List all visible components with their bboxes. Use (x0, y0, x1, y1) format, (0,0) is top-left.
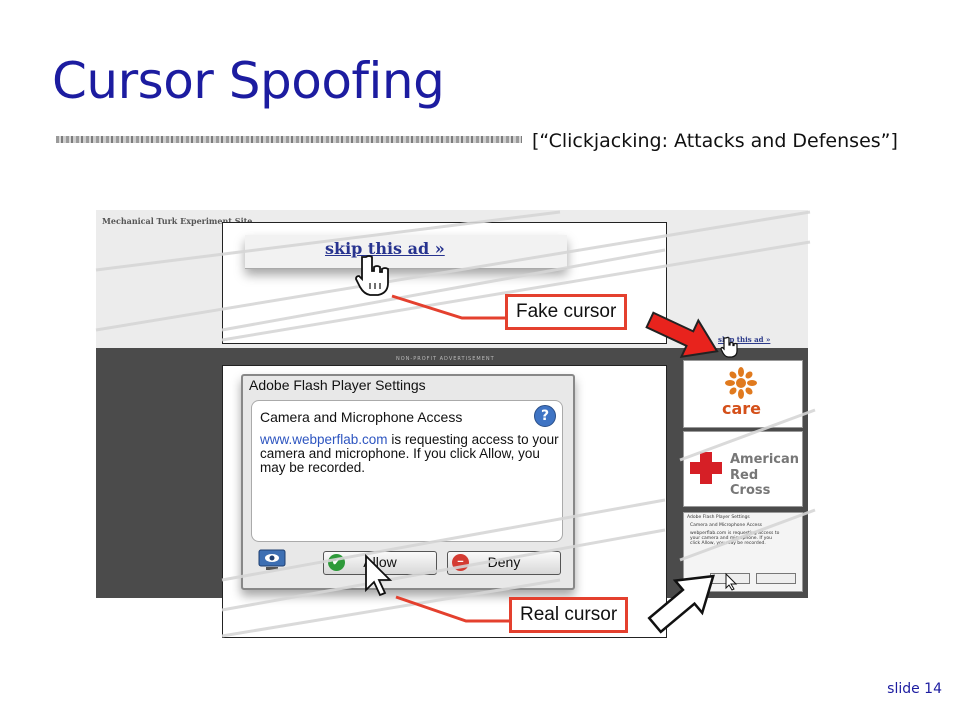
permission-message: www.webperflab.com is requesting access … (260, 433, 560, 475)
permission-heading: Camera and Microphone Access (260, 409, 463, 425)
real-cursor-label: Real cursor (509, 597, 629, 633)
slide-number: slide 14 (887, 681, 942, 697)
zoom-fake-cursor-panel: skip this ad » (222, 222, 667, 344)
mini-deny-button[interactable] (756, 573, 796, 584)
care-logo-icon (725, 367, 757, 399)
permission-message-text: is requesting access to your camera and … (260, 432, 559, 475)
red-cross-icon (690, 452, 722, 484)
care-text: care (722, 399, 762, 418)
title-underline (56, 136, 522, 143)
mini-flash-title: Adobe Flash Player Settings (687, 515, 750, 520)
requesting-site-link: www.webperflab.com (260, 432, 388, 447)
mini-flash-subtitle: Camera and Microphone Access (690, 523, 763, 528)
flash-permission-panel: Camera and Microphone Access ? www.webpe… (251, 400, 563, 542)
deny-button[interactable]: − Deny (447, 551, 561, 575)
real-cursor-connector (395, 595, 509, 623)
skip-ad-bar: skip this ad » (245, 235, 567, 269)
redcross-ad-card[interactable]: American Red Cross (683, 431, 803, 507)
skip-ad-link[interactable]: skip this ad » (325, 239, 445, 258)
fake-cursor-connector (391, 294, 505, 320)
help-icon[interactable]: ? (534, 405, 556, 427)
skip-ad-link-small[interactable]: skip this ad » (718, 335, 771, 344)
site-title: Mechanical Turk Experiment Site (102, 216, 253, 226)
flash-dialog-title: Adobe Flash Player Settings (249, 377, 426, 393)
zoom-real-cursor-panel: Adobe Flash Player Settings Camera and M… (222, 365, 667, 638)
slide-title: Cursor Spoofing (52, 52, 445, 110)
ad-label: NON-PROFIT ADVERTISEMENT (396, 356, 495, 362)
fake-cursor-label: Fake cursor (505, 294, 628, 330)
fake-hand-cursor-icon (355, 255, 389, 296)
webcam-monitor-icon (258, 549, 286, 570)
diagonal-streaks (95, 210, 816, 638)
small-arrow-cursor-icon (725, 572, 738, 591)
redcross-text-line1: American (730, 452, 800, 467)
flash-settings-dialog: Adobe Flash Player Settings Camera and M… (241, 374, 575, 590)
citation: [“Clickjacking: Attacks and Defenses”] (532, 130, 898, 152)
real-cursor-pointer-arrow (647, 574, 715, 634)
care-ad-card[interactable]: care (683, 360, 803, 428)
fake-cursor-pointer-arrow (645, 311, 719, 358)
redcross-text-line2: Red Cross (730, 468, 771, 498)
small-hand-cursor-icon (720, 336, 738, 358)
real-arrow-cursor-icon (365, 553, 393, 597)
